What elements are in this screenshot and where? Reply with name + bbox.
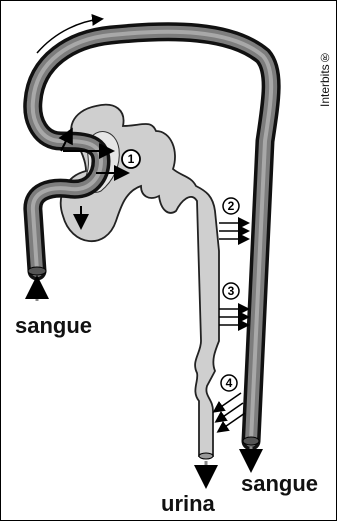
marker-1: 1 [122, 150, 140, 168]
blood-in-label: sangue [15, 313, 92, 339]
urine-label: urina [161, 491, 215, 517]
blood-out-label: sangue [241, 471, 318, 497]
tubule-end [199, 453, 213, 459]
credit-label: Interbits® [318, 7, 332, 107]
svg-text:3: 3 [228, 284, 235, 298]
svg-text:2: 2 [228, 199, 235, 213]
svg-text:1: 1 [128, 152, 135, 166]
svg-text:4: 4 [226, 376, 233, 390]
reabsorption-arrows-3 [219, 309, 247, 325]
marker-2: 2 [223, 198, 239, 214]
marker-4: 4 [221, 375, 237, 391]
marker-3: 3 [223, 283, 239, 299]
reabsorption-arrows-2 [219, 223, 247, 239]
secretion-arrows-4 [215, 393, 245, 431]
